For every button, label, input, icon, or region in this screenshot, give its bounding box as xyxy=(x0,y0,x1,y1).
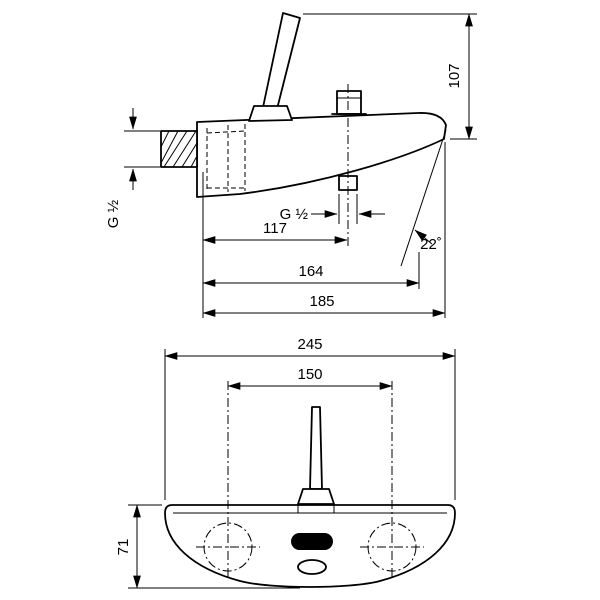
spout-outlet xyxy=(291,533,333,550)
dim-thread-bottom: G ½ xyxy=(280,194,385,224)
dim-245-label: 245 xyxy=(297,336,322,353)
angle-22-label: 22˚ xyxy=(420,236,442,253)
dim-164: 164 xyxy=(202,252,420,289)
dim-71-label: 71 xyxy=(115,539,132,556)
dim-164-label: 164 xyxy=(298,263,323,280)
dim-117-label: 117 xyxy=(263,220,287,237)
thread-hatching xyxy=(160,130,198,168)
dim-185: 185 xyxy=(202,142,446,318)
dim-thread-side: G ½ xyxy=(105,108,160,228)
dim-117: 117 xyxy=(202,220,348,244)
handle-front xyxy=(309,406,323,490)
aerator-outlet xyxy=(297,559,327,575)
dim-150-label: 150 xyxy=(297,366,322,383)
dim-107: 107 xyxy=(303,13,477,140)
dim-71: 71 xyxy=(115,504,300,589)
dim-107-label: 107 xyxy=(446,63,463,88)
side-view: 107 G ½ G ½ 117 164 xyxy=(105,12,477,318)
thread-side-label: G ½ xyxy=(105,199,122,228)
hidden-cartridge-lines xyxy=(206,124,246,192)
diverter-knob xyxy=(331,90,367,115)
thread-connector xyxy=(160,130,198,168)
handle-base xyxy=(297,488,335,505)
front-view: 245 150 xyxy=(115,336,456,589)
lever-handle xyxy=(261,12,301,114)
lever-pivot xyxy=(248,105,293,122)
angle-22: 22˚ xyxy=(400,129,447,267)
dim-150: 150 xyxy=(227,366,393,390)
dim-245: 245 xyxy=(164,336,456,500)
thread-bottom-label: G ½ xyxy=(280,206,309,223)
dim-185-label: 185 xyxy=(309,293,334,310)
faucet-body-side xyxy=(196,112,447,198)
